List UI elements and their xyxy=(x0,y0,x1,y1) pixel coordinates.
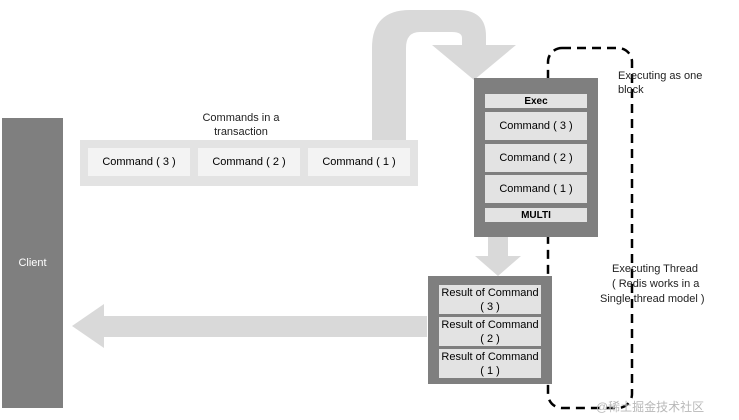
thread-note-line2: ( Redis works in a xyxy=(612,278,700,290)
result-command-3: Result of Command ( 3 ) xyxy=(439,285,541,314)
watermark: @稀土掘金技术社区 xyxy=(596,400,705,414)
stack-command-3: Command ( 3 ) xyxy=(485,112,587,140)
exec-label: Exec xyxy=(485,94,587,108)
block-note: Executing as one block xyxy=(618,70,703,96)
thread-note-line3: Single thread model ) xyxy=(600,293,705,305)
stack-command-2: Command ( 2 ) xyxy=(485,144,587,172)
queue-command-3: Command ( 3 ) xyxy=(88,148,190,176)
client-label: Client xyxy=(18,257,47,269)
multi-label: MULTI xyxy=(485,208,587,222)
down-arrow-to-results xyxy=(475,237,521,276)
result-command-1: Result of Command ( 1 ) xyxy=(439,349,541,378)
queue-command-2: Command ( 2 ) xyxy=(198,148,300,176)
client-block: Client xyxy=(2,118,63,408)
left-arrow-to-client xyxy=(72,304,427,348)
curved-arrow-to-exec xyxy=(372,10,516,140)
results-stack: Result of Command ( 3 ) Result of Comman… xyxy=(428,276,552,384)
result-command-2: Result of Command ( 2 ) xyxy=(439,317,541,346)
execution-stack: Exec Command ( 3 ) Command ( 2 ) Command… xyxy=(474,78,598,237)
transaction-queue: Command ( 3 ) Command ( 2 ) Command ( 1 … xyxy=(80,140,418,186)
stack-command-1: Command ( 1 ) xyxy=(485,175,587,203)
thread-note-line1: Executing Thread xyxy=(612,263,699,275)
transaction-caption: Commands in a transaction xyxy=(202,112,280,138)
queue-command-1: Command ( 1 ) xyxy=(308,148,410,176)
